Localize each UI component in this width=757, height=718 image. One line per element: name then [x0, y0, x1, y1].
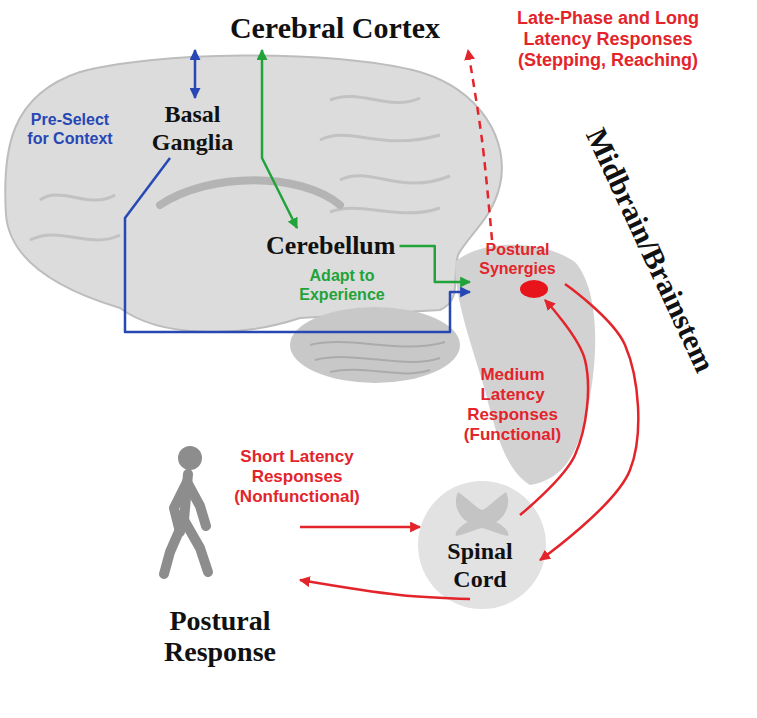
cerebellum-shape: [290, 307, 460, 383]
spinal-cord-node: Spinal Cord: [420, 515, 540, 599]
brain-gyrus: [330, 208, 440, 213]
figure-limb: [184, 520, 208, 572]
pathway-arrow: [400, 246, 471, 282]
region-label: Cerebellum: [262, 228, 400, 264]
region-label: Cerebral Cortex: [180, 6, 490, 50]
pathway-arrow: [300, 580, 470, 599]
brain-gyrus: [40, 195, 115, 200]
node-text: Postural Response: [144, 605, 296, 667]
pathway-arrow: [300, 526, 420, 529]
brain-outline: [5, 55, 502, 331]
cerebellum-folia: [310, 342, 445, 347]
node-text: Basal Ganglia: [149, 100, 236, 156]
brain-gyrus: [30, 235, 120, 240]
nucleus-ellipse: [520, 280, 548, 298]
pathway-arrow: [125, 158, 470, 332]
region-label: Basal Ganglia: [145, 98, 240, 158]
brain-gyrus: [340, 176, 450, 183]
figure-limb: [187, 482, 206, 526]
node-text: Spinal Cord: [424, 537, 536, 593]
pathway-label: Short Latency Responses (Nonfunctional): [222, 447, 372, 507]
pathway-label: Medium Latency Responses (Functional): [455, 365, 570, 445]
cerebellum-folia: [330, 370, 430, 374]
pathway-arrow: [262, 50, 297, 228]
corpus-callosum: [160, 180, 340, 205]
brainstem-shape: [455, 245, 595, 485]
spinal-grey-matter: [456, 492, 509, 536]
pathway-arrow: [194, 50, 197, 98]
node-text: Cerebellum: [266, 230, 396, 262]
pathway-label: Late-Phase and Long Latency Responses (S…: [488, 8, 728, 71]
nucleus-node: Postural Synergies: [470, 240, 565, 300]
node-text: Cerebral Cortex: [186, 10, 484, 46]
brain-gyrus: [330, 97, 420, 103]
cerebellum-folia: [315, 357, 440, 362]
person-figure: [150, 440, 230, 580]
spinal-cross-section: [418, 481, 546, 609]
pathway-label: Pre-Select for Context: [24, 110, 116, 148]
pathway-label: Adapt to Experience: [283, 266, 401, 304]
figure-limb: [164, 520, 184, 574]
brain-gyrus: [320, 135, 440, 141]
dashed-pathway-arrow: [468, 50, 492, 240]
nucleus-symbol: [472, 278, 563, 300]
node-text: Postural Synergies: [472, 240, 563, 278]
structure-label: Midbrain/Brainstem: [579, 123, 722, 378]
figure-head: [178, 446, 202, 470]
